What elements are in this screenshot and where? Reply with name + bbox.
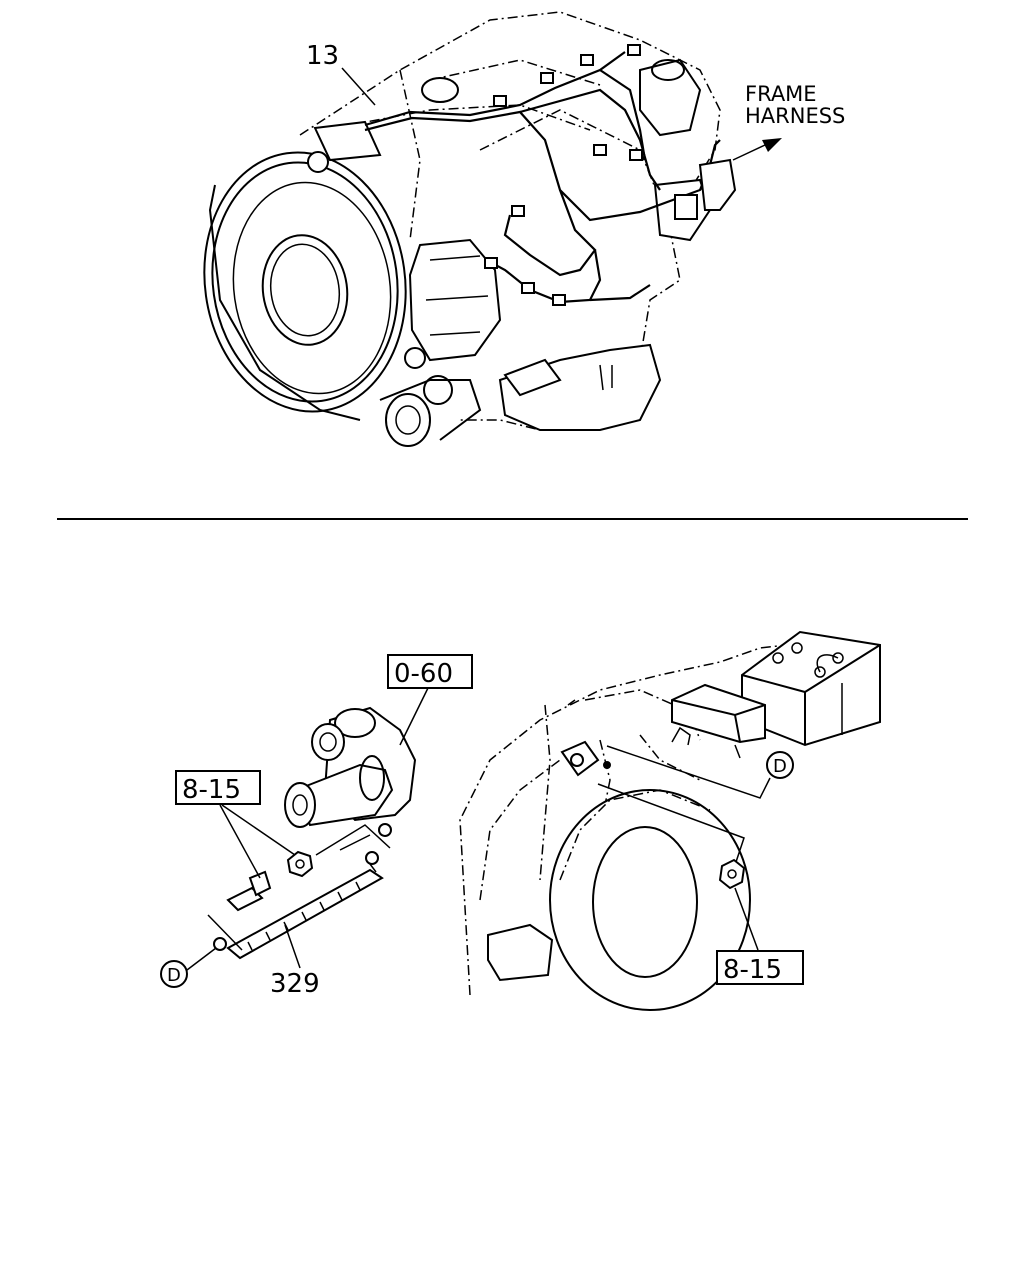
- terminal-nut: [286, 850, 314, 878]
- ref-box-0-60: [387, 654, 473, 689]
- leader-8-15-left: [219, 804, 296, 879]
- step-plate: [487, 923, 554, 982]
- wire-link: [339, 834, 371, 851]
- ref-label-8-15-left: 8-15: [182, 775, 241, 805]
- connector-d-left-marker: [160, 960, 188, 988]
- leader-0-60: [399, 687, 429, 746]
- frame-harness-label-1: FRAME: [745, 82, 817, 106]
- leader-d-left: [186, 947, 217, 971]
- wire-link: [207, 824, 391, 951]
- engine-harness-view: 13 FRAME HARNESS: [203, 11, 845, 447]
- terminal-bolt: [226, 870, 272, 912]
- chassis-battery-view: 8-15 D: [459, 630, 881, 1011]
- part-label-329: 329: [270, 969, 320, 999]
- battery-cable: [213, 851, 384, 960]
- chassis-connector: [560, 740, 600, 777]
- ref-label-8-15-right: 8-15: [723, 955, 782, 985]
- alternator: [408, 238, 502, 362]
- leader-329: [284, 924, 301, 969]
- cable-link: [597, 745, 771, 863]
- housing-bolt: [404, 347, 426, 369]
- battery-holder: [671, 683, 766, 744]
- oil-cap: [421, 77, 459, 103]
- starter-cable-view: 0-60 8-15 329 D: [160, 654, 473, 999]
- starter-motor: [284, 706, 417, 837]
- leader-8-15-right: [734, 887, 759, 951]
- frame-harness-arrow: [732, 138, 782, 161]
- ref-box-8-15-right: [716, 950, 804, 985]
- connector-d-right-marker: [766, 751, 794, 779]
- connector-d-left-label: D: [167, 965, 181, 986]
- crank-pulley: [379, 375, 482, 447]
- ref-label-0-60: 0-60: [394, 659, 453, 689]
- terminal-nut-right: [718, 858, 746, 890]
- housing-bolt: [307, 151, 329, 173]
- mount-bracket: [503, 358, 562, 397]
- part-label-13: 13: [306, 41, 339, 71]
- frame-harness-label-2: HARNESS: [745, 104, 845, 128]
- tire: [549, 789, 751, 1011]
- leader-13: [341, 67, 376, 106]
- battery: [741, 630, 881, 747]
- ref-box-8-15-left: [175, 770, 261, 805]
- flywheel-housing: [203, 151, 407, 421]
- fuel-filter: [639, 58, 702, 137]
- intake-bracket: [313, 120, 382, 162]
- ground-point: [603, 761, 611, 769]
- connector-d-right-label: D: [773, 756, 787, 777]
- oil-pan: [498, 343, 662, 431]
- engine-wiring-harness: [364, 44, 737, 306]
